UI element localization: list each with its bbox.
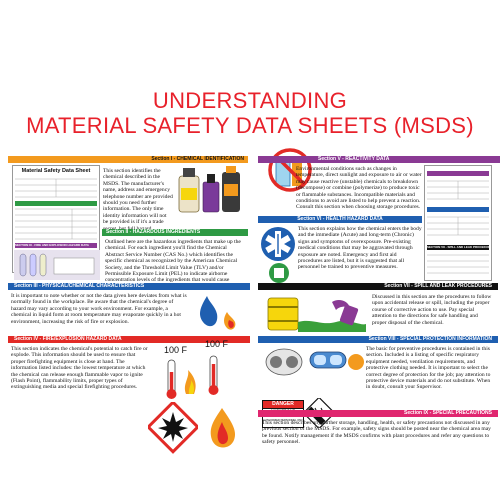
section-9-text: This section describes any further stora… (262, 420, 491, 446)
section-3-text: It is important to note whether or not t… (11, 293, 187, 325)
section-4-text: This section indicates the chemical's po… (11, 346, 148, 391)
msds-form-title: Material Safety Data Sheet (21, 168, 91, 174)
respirator-goggles-illustration (265, 348, 364, 376)
section-6-text: This section explains how the chemical e… (298, 226, 422, 271)
section-9-heading: Section IX - SPECIAL PRECAUTIONS (404, 410, 492, 416)
protective-clothing-icon (269, 263, 289, 283)
section-5-text: Environmental conditions such as changes… (296, 166, 422, 211)
section-8-heading: Section VIII - SPECIAL PROTECTION INFORM… (368, 336, 492, 342)
section-7-bar: Section VII - SPILL AND LEAK PROCEDURES (258, 283, 498, 290)
section-2-bar: Section II - HAZARDOUS INGREDIENTS (102, 229, 248, 236)
explosion-hazard-icon (148, 402, 198, 454)
section-6-heading: Section VI - HEALTH HAZARD DATA (297, 216, 383, 222)
lab-glassware-illustration (14, 250, 100, 280)
poster-title-line1: UNDERSTANDING (152, 88, 348, 113)
temperature-label-2: 100 F (205, 339, 229, 349)
msds-form-right-illustration (424, 165, 492, 281)
thermometer-fire-illustration (166, 355, 219, 399)
fire-flame-icon (210, 408, 236, 448)
chemical-bottles-illustration (178, 166, 240, 213)
section-2-heading: Section II - HAZARDOUS INGREDIENTS (106, 229, 201, 235)
section-8-text: The basic for preventive procedures is c… (366, 346, 491, 391)
form-spill-heading: SECTION VII - SPILL AND LEAK PROCEDURES (427, 245, 489, 249)
section-1-bar: Section I - CHEMICAL IDENTIFICATION (8, 156, 248, 163)
section-5-bar: Section V - REACTIVITY DATA (258, 156, 500, 163)
section-3-bar: Section III - PHYSICAL/CHEMICAL CHARACTE… (8, 283, 250, 290)
danger-sign-line3: AUTHORIZED PERSONNEL ONLY (263, 419, 303, 422)
section-3-heading: Section III - PHYSICAL/CHEMICAL CHARACTE… (14, 283, 145, 289)
temperature-label-1: 100 F (164, 345, 188, 355)
flammable-liquid-icon (200, 296, 236, 330)
section-1-heading: Section I - CHEMICAL IDENTIFICATION (151, 156, 244, 162)
msds-form-bottom-heading: SECTION III - FIRE AND EXPLOSION HAZARD … (15, 243, 89, 247)
section-5-heading: Section V - REACTIVITY DATA (318, 156, 390, 162)
section-4-heading: Section IV - FIRE/EXPLOSION HAZARD DATA (14, 336, 122, 342)
section-2-text: Outlined here are the hazardous ingredie… (105, 239, 241, 283)
chemical-spill-illustration (267, 297, 366, 332)
section-8-bar: Section VIII - SPECIAL PROTECTION INFORM… (258, 336, 498, 343)
section-4-bar: Section IV - FIRE/EXPLOSION HAZARD DATA (8, 336, 250, 343)
section-6-bar: Section VI - HEALTH HAZARD DATA (258, 216, 422, 223)
section-7-heading: Section VII - SPILL AND LEAK PROCEDURES (384, 283, 492, 289)
section-9-bar: Section IX - SPECIAL PRECAUTIONS (258, 410, 498, 417)
section-7-text: Discussed in this section are the proced… (372, 294, 492, 326)
section-1-text: This section identifies the chemical des… (103, 168, 173, 230)
danger-sign-label: DANGER (263, 401, 303, 409)
poster-title-line2: MATERIAL SAFETY DATA SHEETS (MSDS) (26, 113, 474, 138)
star-of-life-icon (261, 227, 295, 261)
